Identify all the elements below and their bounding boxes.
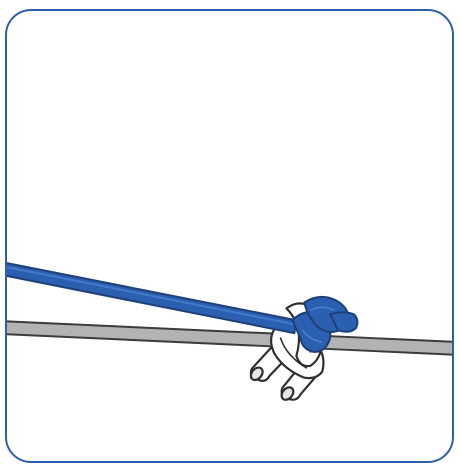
knot xyxy=(291,295,359,353)
rope-line xyxy=(7,262,298,335)
wire-rope xyxy=(7,320,452,356)
illustration-frame xyxy=(5,9,454,463)
knot-illustration xyxy=(7,262,452,401)
